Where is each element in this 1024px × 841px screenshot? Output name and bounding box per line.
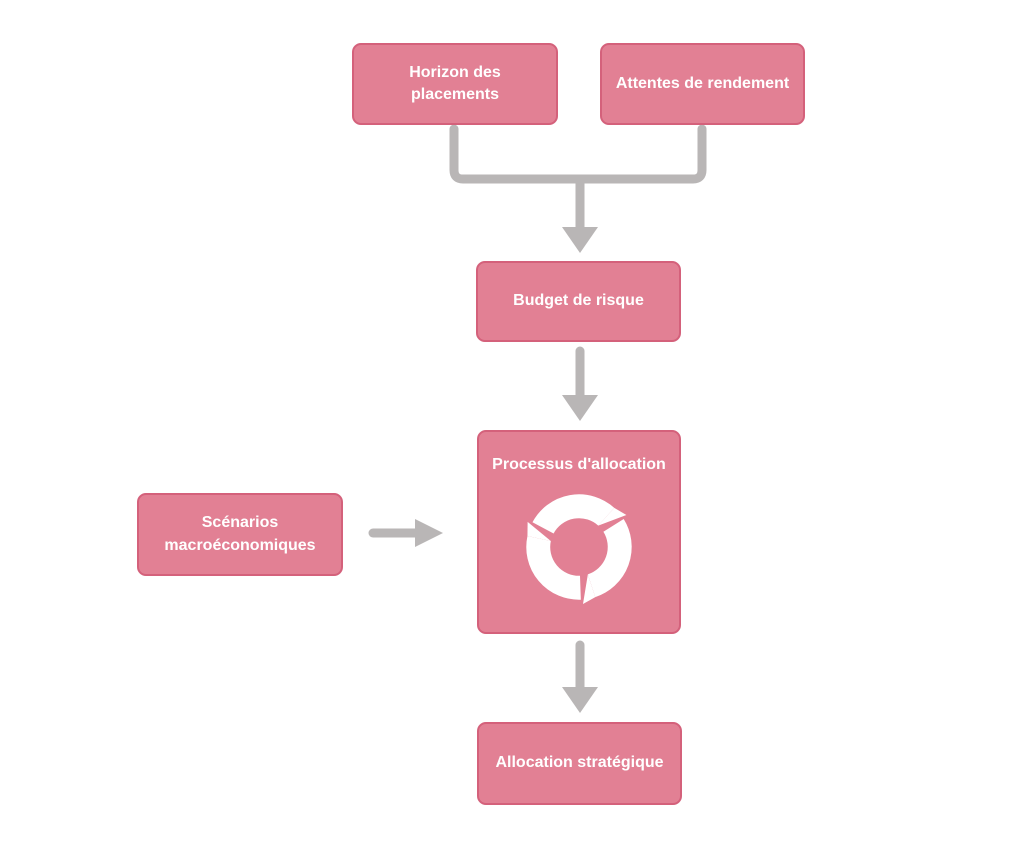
node-scenarios-macroeconomiques: Scénarios macroéconomiques [137, 493, 343, 576]
edge-processus-allocation-arrowhead [562, 687, 598, 713]
edge-merge-bracket [449, 124, 707, 184]
node-label: Allocation stratégique [495, 754, 664, 772]
edge-scenarios-processus-arrowhead [415, 519, 443, 547]
node-budget-de-risque: Budget de risque [476, 261, 681, 342]
node-processus-allocation: Processus d'allocation [477, 430, 681, 634]
node-attentes-de-rendement: Attentes de rendement [600, 43, 805, 125]
edge-merge-arrowhead [562, 227, 598, 253]
node-label: Scénarios macroéconomiques [164, 514, 316, 554]
node-label: Attentes de rendement [615, 74, 790, 92]
edge-budget-processus-arrowhead [562, 395, 598, 421]
node-label: Budget de risque [513, 292, 644, 310]
node-label: Processus d'allocation [492, 456, 666, 473]
node-horizon-des-placements: Horizon des placements [352, 43, 558, 125]
node-allocation-strategique: Allocation stratégique [477, 722, 682, 805]
cycle-arrows-icon [526, 494, 632, 605]
node-label: Horizon des placements [409, 63, 501, 103]
